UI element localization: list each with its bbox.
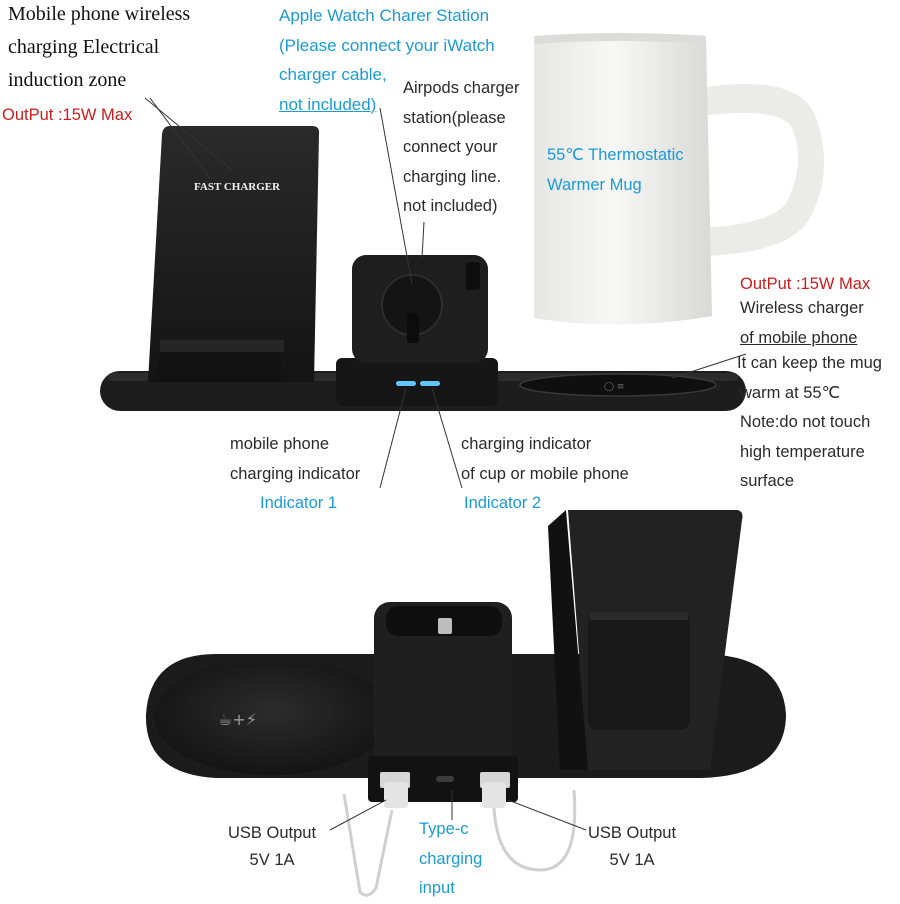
usb-cable-right: [492, 789, 577, 872]
typec-line: Type-c: [419, 820, 469, 838]
indicator1-label: mobile phone charging indicator Indicato…: [230, 430, 360, 519]
mug-charger-line: high temperature: [740, 442, 865, 461]
usb-left-label: USB Output 5V 1A: [228, 819, 316, 871]
airpods-station-label: Airpods charger station(please connect y…: [403, 74, 519, 222]
mug-charger-note: It can keep the mug warm at 55℃ Note:do …: [737, 349, 882, 497]
watch-station-line: (Please connect your iWatch: [279, 35, 495, 55]
thermostatic-mug: [534, 33, 825, 325]
indicator1-line: charging indicator: [230, 464, 361, 483]
airpods-station-line: not included): [403, 197, 498, 215]
indicator1-line: mobile phone: [230, 435, 330, 453]
usb-right-line: USB Output: [588, 824, 677, 842]
indicator2-line: of cup or mobile phone: [461, 464, 629, 483]
usb-left-line: USB Output: [228, 824, 317, 842]
phone-zone-line: charging Electrical: [8, 36, 160, 58]
airpods-station-line: station(please: [403, 108, 506, 127]
fast-charger-label: FAST CHARGER: [194, 181, 281, 193]
pad-icon: ☕+⚡: [218, 710, 257, 729]
typec-port: [436, 776, 454, 782]
indicator2-line: charging indicator: [461, 435, 592, 453]
indicator-1-light: [396, 381, 416, 386]
mug-charger-line: of mobile phone: [740, 328, 858, 347]
top-charger-device: ◯ ≡ FAST CHARGER: [100, 126, 746, 411]
center-charger-block: [336, 358, 498, 406]
typec-line: input: [419, 879, 455, 897]
bottom-wireless-pad: [154, 659, 390, 775]
typec-label: Type-c charging input: [419, 815, 482, 904]
typec-line: charging: [419, 849, 483, 868]
mug-charging-pad: [519, 373, 717, 397]
mug-label-line: 55℃ Thermostatic: [547, 146, 684, 164]
airpods-station-line: connect your: [403, 138, 498, 156]
bottom-charger-device: ☕+⚡: [145, 510, 787, 897]
phone-zone-label: Mobile phone wireless charging Electrica…: [8, 0, 190, 97]
mug-charger-line: It can keep the mug: [737, 354, 882, 372]
mug-charger-line: warm at 55℃: [740, 383, 841, 402]
mug-charger-line: Note:do not touch: [740, 413, 871, 431]
mug-body: [534, 33, 712, 325]
mug-pad-icon: ◯ ≡: [604, 382, 624, 392]
phone-zone-line: induction zone: [8, 69, 127, 91]
indicator1-line: Indicator 1: [260, 494, 338, 512]
watch-station-label: Apple Watch Charer Station (Please conne…: [279, 1, 495, 119]
watch-station-line: charger cable,: [279, 65, 387, 84]
phone-output-label: OutPut :15W Max: [2, 106, 133, 124]
mug-handle: [700, 83, 825, 256]
usb-left-line: 5V 1A: [249, 850, 295, 869]
mug-charger-line: surface: [740, 472, 795, 490]
airpods-station-line: charging line.: [403, 167, 502, 186]
phone-zone-line: Mobile phone wireless: [8, 3, 191, 25]
indicator2-line: Indicator 2: [464, 494, 542, 512]
indicator2-label: charging indicator of cup or mobile phon…: [461, 430, 629, 519]
watch-station-line: not included): [279, 94, 377, 114]
mug-charger-line: Wireless charger: [740, 299, 864, 317]
mug-charger-label: Wireless charger of mobile phone: [740, 294, 864, 353]
mug-label-line: Warmer Mug: [547, 175, 642, 194]
usb-cable-left: [342, 793, 394, 897]
indicator-2-light: [420, 381, 440, 386]
usb-right-line: 5V 1A: [609, 850, 655, 869]
mug-output-label: OutPut :15W Max: [740, 275, 871, 293]
watch-station-line: Apple Watch Charer Station: [279, 6, 490, 25]
usb-right-label: USB Output 5V 1A: [588, 819, 676, 871]
bottom-airpods-tower: [374, 602, 512, 772]
phone-stand: [148, 126, 320, 382]
airpods-station-line: Airpods charger: [403, 79, 520, 97]
mug-label: 55℃ Thermostatic Warmer Mug: [547, 141, 684, 200]
